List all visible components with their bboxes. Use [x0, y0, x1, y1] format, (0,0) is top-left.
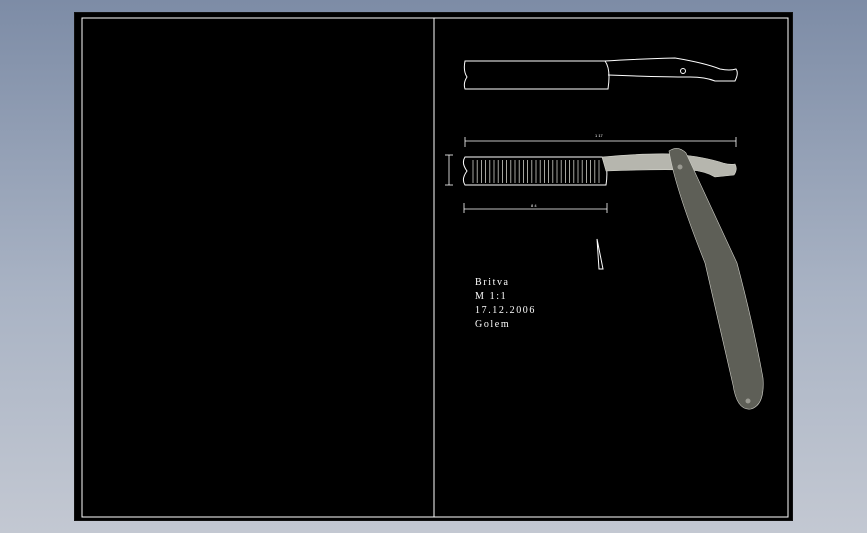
razor-handle	[668, 148, 764, 410]
title-scale: M 1:1	[475, 291, 507, 302]
blade-ribs	[472, 160, 600, 183]
razor-blade-shape	[462, 156, 608, 186]
razor-top-blade-outline	[463, 60, 610, 90]
title-block: Britva M 1:1 17.12.2006 Golem	[475, 277, 536, 330]
razor-tang	[601, 153, 737, 178]
cad-drawing: 1 17 8 4 Britva M 1:1 17.12	[81, 17, 789, 518]
razor-top-view	[463, 57, 738, 90]
dimension-overall	[464, 137, 737, 147]
title-date: 17.12.2006	[475, 305, 536, 316]
sheet-border	[81, 17, 789, 518]
dimension-blade-label: 8 4	[531, 203, 537, 208]
dimension-blade	[463, 203, 608, 213]
handle-end-pin	[745, 398, 751, 404]
handle-pivot-pin	[677, 164, 683, 170]
razor-top-tang-outline	[604, 57, 738, 82]
dimension-overall-label: 1 17	[595, 133, 604, 138]
drawing-sheet: 1 17 8 4 Britva M 1:1 17.12	[74, 12, 793, 521]
razor-top-pivot-hole	[680, 68, 686, 74]
razor-side-view	[462, 148, 764, 410]
title-name: Britva	[475, 277, 510, 288]
blade-cross-section	[596, 238, 604, 270]
dimension-height	[445, 154, 453, 186]
title-author: Golem	[475, 319, 510, 330]
